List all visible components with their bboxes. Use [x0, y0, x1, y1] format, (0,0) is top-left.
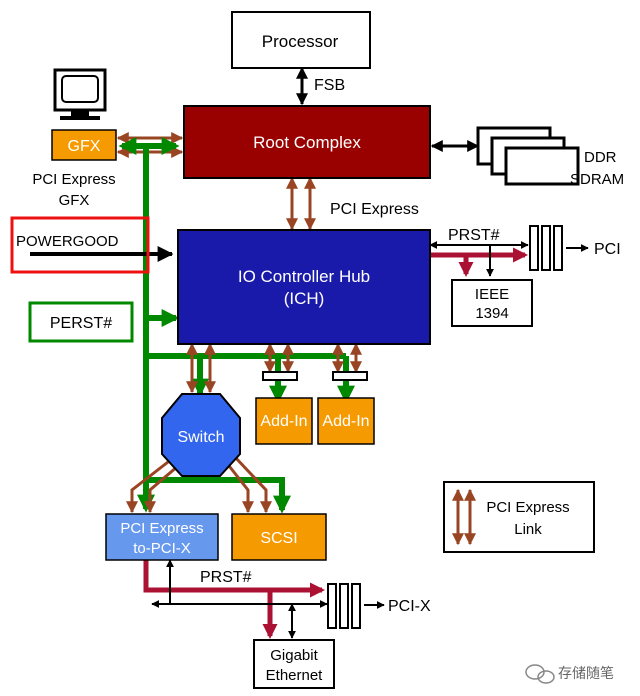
- add-in-label-1: Add-In: [260, 413, 307, 430]
- pcie-pcix-label-1: PCI Express: [120, 520, 203, 537]
- pci-slot-icon: [529, 225, 563, 271]
- scsi-node: SCSI: [231, 513, 327, 561]
- processor-label: Processor: [262, 32, 339, 51]
- root-complex-label: Root Complex: [253, 133, 361, 152]
- legend-label-1: PCI Express: [486, 499, 569, 516]
- legend-label-2: Link: [514, 521, 542, 538]
- ieee-label-2: 1394: [475, 305, 508, 322]
- add-in-label-2: Add-In: [322, 413, 369, 430]
- gigabit-ethernet-node: Gigabit Ethernet: [253, 639, 335, 689]
- pci-label: PCI: [594, 241, 621, 258]
- fsb-label: FSB: [314, 77, 345, 94]
- root-complex-node: Root Complex: [183, 105, 431, 179]
- gigabit-label-2: Ethernet: [266, 667, 324, 684]
- pcix-slot-icon: [327, 583, 361, 629]
- wechat-icon: [525, 664, 555, 684]
- pcix-label: PCI-X: [388, 598, 431, 615]
- pcie-pcix-label-2: to-PCI-X: [133, 540, 191, 557]
- watermark: 存储随笔: [525, 664, 614, 684]
- ich-label-2: (ICH): [284, 289, 325, 308]
- green-bus-bottom: [146, 477, 291, 514]
- addin-connectors: [262, 371, 368, 381]
- watermark-text: 存储随笔: [558, 665, 614, 681]
- pci-express-label: PCI Express: [330, 201, 419, 218]
- ich-label-1: IO Controller Hub: [238, 267, 370, 286]
- powergood-label: POWERGOOD: [16, 233, 119, 250]
- scsi-label: SCSI: [260, 530, 297, 547]
- prst-top-label: PRST#: [448, 227, 500, 244]
- pcie-to-pcix-node: PCI Express to-PCI-X: [105, 513, 219, 561]
- perst-box: PERST#: [28, 301, 134, 343]
- gfx-caption-1: PCI Express: [32, 171, 115, 188]
- gfx-label: GFX: [68, 138, 101, 155]
- switch-label: Switch: [177, 429, 224, 446]
- ddr-label-2: SDRAM: [570, 171, 624, 188]
- monitor-icon: [53, 68, 107, 120]
- gfx-node: GFX: [51, 129, 117, 161]
- legend: PCI Express Link: [443, 481, 595, 553]
- add-in-node-2: Add-In: [317, 397, 375, 445]
- perst-label: PERST#: [50, 315, 112, 332]
- ddr-label-1: DDR: [584, 149, 617, 166]
- processor-node: Processor: [231, 11, 371, 69]
- ich-node: IO Controller Hub (ICH): [177, 229, 431, 345]
- ieee-1394-node: IEEE 1394: [451, 279, 533, 327]
- ieee-label-1: IEEE: [475, 286, 509, 303]
- ddr-sdram-icon: [476, 126, 580, 186]
- add-in-node-1: Add-In: [255, 397, 313, 445]
- prst-bottom-label: PRST#: [200, 569, 252, 586]
- switch-node: Switch: [161, 393, 241, 477]
- gigabit-label-1: Gigabit: [270, 647, 318, 664]
- prst-bottom-line: [143, 560, 325, 598]
- gfx-caption-2: GFX: [59, 192, 90, 209]
- powergood-highlight: [10, 216, 150, 274]
